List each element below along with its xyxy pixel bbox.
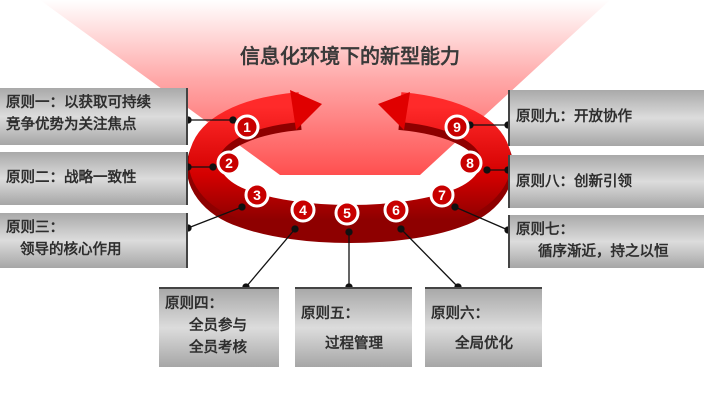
connector-dot bbox=[291, 225, 299, 233]
connector-dot bbox=[209, 163, 217, 171]
principle-2-head: 原则二：战略一致性 bbox=[6, 170, 137, 186]
step-number: 5 bbox=[343, 205, 351, 221]
principle-box-1: 原则一：以获取可持续 竞争优势为关注焦点 bbox=[0, 88, 188, 145]
principle-5-body: 过程管理 bbox=[325, 336, 383, 352]
principle-3-head: 原则三： bbox=[6, 220, 64, 236]
step-badge-8: 8 bbox=[457, 150, 483, 176]
step-number: 2 bbox=[225, 155, 233, 171]
connector-dot bbox=[483, 166, 491, 174]
arrow-head-left bbox=[290, 90, 322, 130]
connector-dot bbox=[397, 225, 405, 233]
arrow-head-right bbox=[378, 92, 410, 130]
connector-dot bbox=[229, 116, 237, 124]
principle-6-head: 原则六： bbox=[431, 306, 489, 322]
principle-7-body: 循序渐近，持之以恒 bbox=[538, 244, 669, 260]
step-number: 3 bbox=[253, 187, 261, 203]
principle-box-5: 原则五： 过程管理 bbox=[295, 287, 412, 367]
connector-line-7 bbox=[454, 206, 509, 231]
principle-box-7: 原则七： 循序渐近，持之以恒 bbox=[508, 215, 704, 268]
principle-box-8: 原则八：创新引领 bbox=[508, 155, 704, 208]
connector-dot bbox=[345, 228, 353, 236]
principle-8-head: 原则八：创新引领 bbox=[516, 174, 632, 190]
principle-4-body: 全员参与 bbox=[189, 318, 247, 334]
principle-5-head: 原则五： bbox=[301, 306, 359, 322]
principle-box-4: 原则四： 全员参与 全员考核 bbox=[159, 287, 279, 367]
step-number: 6 bbox=[392, 202, 400, 218]
principle-4-head: 原则四： bbox=[165, 296, 223, 312]
step-badge-3: 3 bbox=[244, 182, 270, 208]
step-number: 1 bbox=[243, 119, 251, 135]
principle-9-head: 原则九：开放协作 bbox=[516, 109, 632, 125]
step-badge-2: 2 bbox=[216, 150, 242, 176]
step-number: 4 bbox=[299, 202, 307, 218]
step-number: 8 bbox=[466, 155, 474, 171]
step-badge-9: 9 bbox=[444, 114, 470, 140]
diagram-title: 信息化环境下的新型能力 bbox=[240, 44, 460, 68]
step-badge-1: 1 bbox=[234, 114, 260, 140]
step-badge-7: 7 bbox=[429, 182, 455, 208]
step-number: 7 bbox=[438, 187, 446, 203]
principle-box-2: 原则二：战略一致性 bbox=[0, 152, 188, 205]
connector-line-4 bbox=[245, 228, 296, 288]
principle-1-body: 竞争优势为关注焦点 bbox=[6, 117, 137, 133]
connector-line-6 bbox=[400, 228, 459, 288]
connector-dot bbox=[238, 203, 246, 211]
step-badge-4: 4 bbox=[290, 197, 316, 223]
connector-line-3 bbox=[187, 206, 243, 229]
principle-box-3: 原则三： 领导的核心作用 bbox=[0, 213, 188, 268]
principle-6-body: 全局优化 bbox=[455, 336, 513, 352]
principle-3-body: 领导的核心作用 bbox=[20, 242, 122, 258]
step-badge-5: 5 bbox=[334, 200, 360, 226]
principle-box-9: 原则九：开放协作 bbox=[508, 90, 704, 146]
principle-1-head: 原则一：以获取可持续 bbox=[6, 95, 151, 111]
step-badge-6: 6 bbox=[383, 197, 409, 223]
step-number: 9 bbox=[453, 119, 461, 135]
principle-box-6: 原则六： 全局优化 bbox=[425, 287, 542, 367]
principle-4-body2: 全员考核 bbox=[189, 340, 247, 356]
principle-7-head: 原则七： bbox=[516, 222, 574, 238]
connector-dot bbox=[451, 203, 459, 211]
